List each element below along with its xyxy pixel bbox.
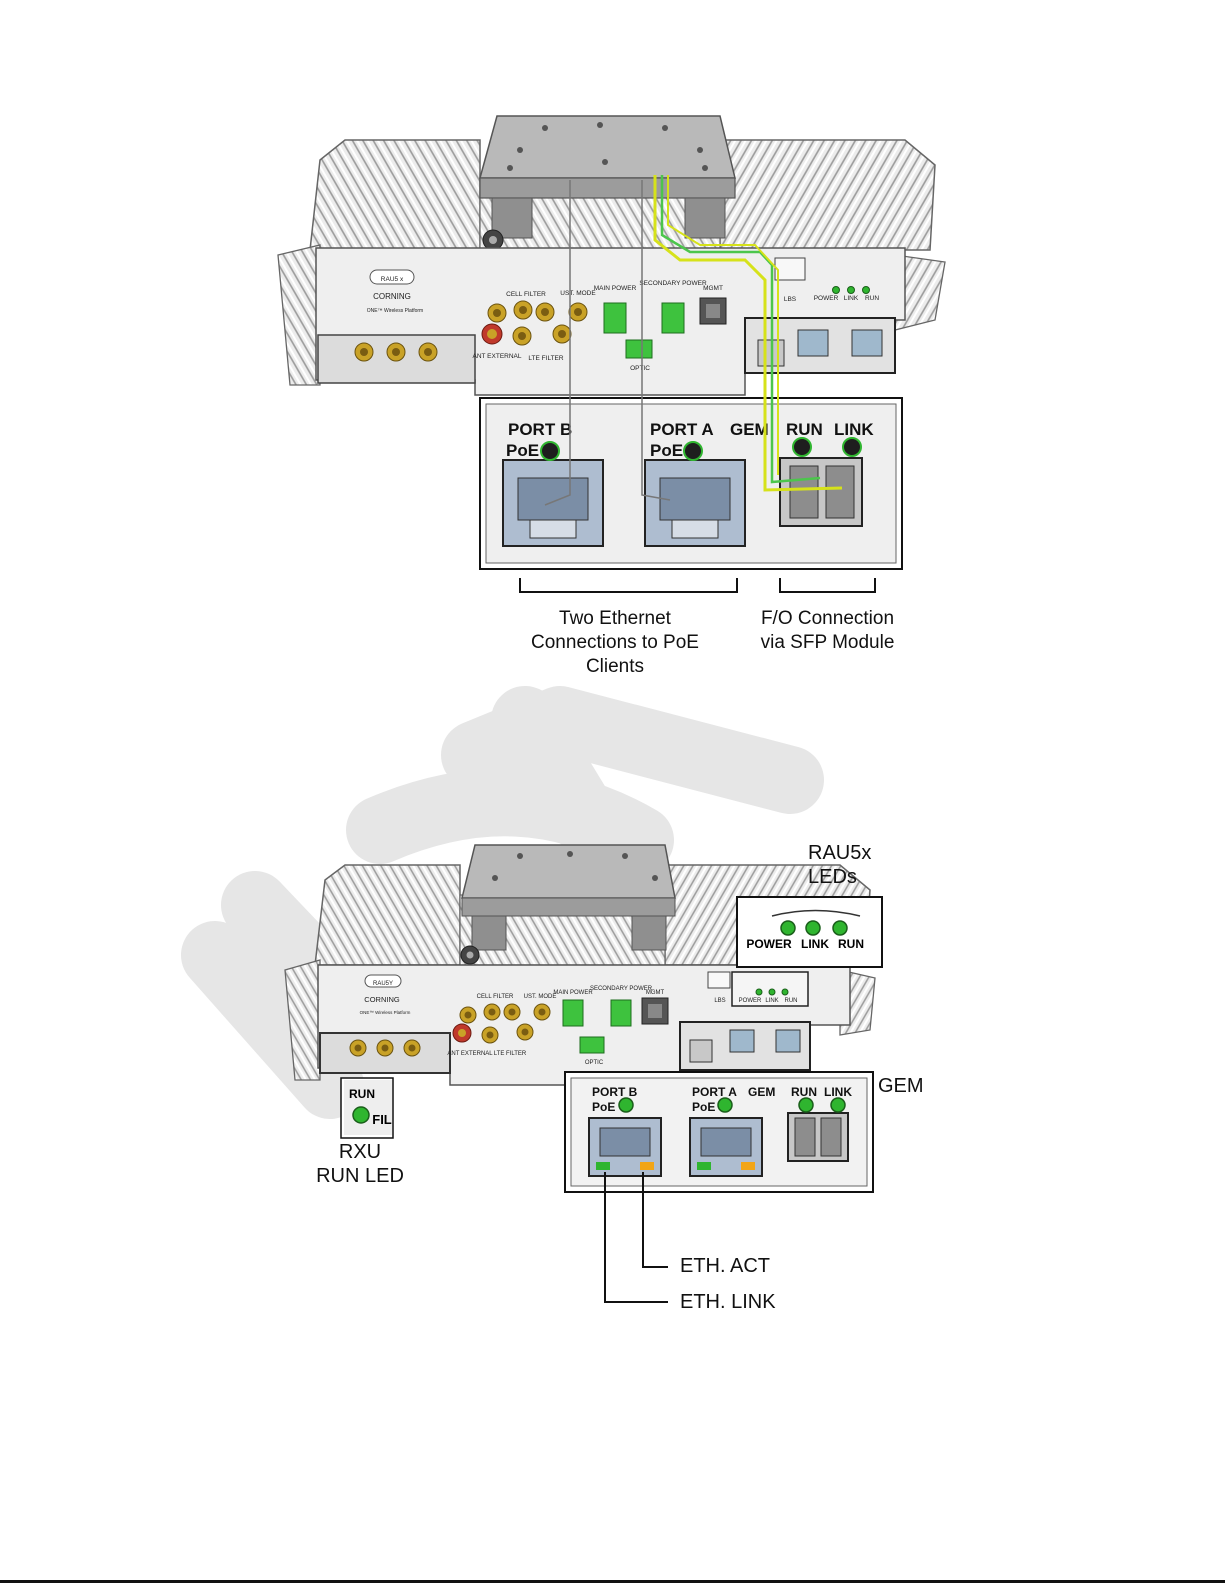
led-power-label: POWER: [739, 998, 762, 1004]
rau-leds-box: POWER LINK RUN: [736, 896, 883, 968]
leader-lines: [604, 1172, 668, 1303]
panel-labels: RAU5Y CORNING ONE™ Wireless Platform CEL…: [360, 981, 798, 1066]
eth-link-label: ETH. LINK: [680, 1291, 776, 1313]
rxu-fil-label: FIL: [372, 1112, 392, 1127]
cell-filter-label: CELL FILTER: [506, 291, 546, 298]
led-link-label: LINK: [765, 998, 778, 1004]
mgmt-label: MGMT: [703, 285, 723, 292]
rxu-caption: RXU RUN LED: [305, 1140, 415, 1188]
power-connectors: [562, 971, 801, 1063]
port-b-label: PORT B: [592, 1085, 638, 1099]
rau-leds-title: RAU5x LEDs: [808, 841, 871, 889]
rau-led-run-label: RUN: [838, 937, 864, 951]
rxu-caption-line: RUN LED: [316, 1165, 404, 1187]
led-run-label: RUN: [785, 998, 798, 1004]
model-badge: RAU5 x: [381, 276, 404, 283]
poe-b-label: PoE: [506, 441, 539, 460]
gem-panel-labels: PORT B PoE PORT A PoE GEM RUN LINK: [592, 1085, 852, 1114]
link-label: LINK: [824, 1085, 852, 1099]
gem-panel: [564, 1071, 874, 1193]
led-run-label: RUN: [865, 295, 879, 302]
power-connectors: [603, 257, 883, 367]
rxu-caption-line: RXU: [338, 1141, 382, 1163]
rau-leds-title-line: LEDs: [808, 866, 857, 888]
led-link-label: LINK: [844, 295, 859, 302]
fiber-caption-line: F/O Connection: [760, 608, 895, 629]
rxu-led-box: RUN FIL: [340, 1077, 394, 1139]
rau-leds-title-line: RAU5x: [808, 842, 872, 864]
lte-filter-label: LTE FILTER: [494, 1051, 527, 1057]
front-panel: [317, 964, 851, 1086]
gem-label: GEM: [748, 1085, 775, 1099]
rau-led-power-label: POWER: [746, 937, 792, 951]
model-badge: RAU5Y: [373, 981, 393, 987]
gem-label: GEM: [730, 420, 769, 439]
rxu-run-label: RUN: [349, 1087, 375, 1101]
brand-sub-label: ONE™ Wireless Platform: [367, 308, 423, 314]
lbs-label: LBS: [714, 998, 725, 1004]
optic-label: OPTIC: [630, 365, 650, 372]
secondary-power-label: SECONDARY POWER: [639, 280, 707, 287]
lbs-label: LBS: [784, 296, 797, 303]
optic-label: OPTIC: [585, 1060, 604, 1066]
figure2-diagram: RAU5Y CORNING ONE™ Wireless Platform CEL…: [284, 844, 883, 1303]
port-a-label: PORT A: [692, 1085, 737, 1099]
brand-sub-label: ONE™ Wireless Platform: [360, 1010, 411, 1015]
panel-labels: RAU5 x CORNING ONE™ Wireless Platform CE…: [367, 276, 880, 372]
port-b-label: PORT B: [508, 420, 572, 439]
ethernet-caption-line: Connections to PoE: [531, 632, 699, 653]
antenna-connectors: [349, 1003, 551, 1057]
led-power-label: POWER: [814, 295, 839, 302]
gem-panel-labels: PORT B PoE PORT A PoE GEM RUN LINK: [506, 420, 874, 460]
cables: [544, 175, 843, 506]
watermark-stroke: [491, 686, 644, 894]
run-label: RUN: [786, 420, 823, 439]
ust-mode-label: UST. MODE: [560, 290, 596, 297]
caption-brackets: [519, 578, 876, 593]
port-a-label: PORT A: [650, 420, 714, 439]
run-label: RUN: [791, 1085, 817, 1099]
page-footer-rule: [0, 1580, 1225, 1583]
gem-callout: GEM: [878, 1075, 924, 1097]
poe-a-label: PoE: [650, 441, 683, 460]
poe-b-label: PoE: [592, 1100, 615, 1114]
mounting-bracket: [460, 844, 676, 965]
brand-label: CORNING: [364, 995, 400, 1004]
link-label: LINK: [834, 420, 874, 439]
eth-act-label: ETH. ACT: [680, 1255, 771, 1277]
fiber-caption: F/O Connection via SFP Module: [740, 607, 915, 655]
ethernet-caption-line: Two Ethernet: [559, 608, 671, 629]
lte-filter-label: LTE FILTER: [528, 355, 563, 362]
mounting-bracket: [479, 115, 736, 251]
poe-a-label: PoE: [692, 1100, 715, 1114]
ant-external-label: ANT EXTERNAL: [447, 1051, 493, 1057]
cell-filter-label: CELL FILTER: [477, 994, 514, 1000]
fiber-caption-line: via SFP Module: [760, 632, 895, 653]
ethernet-caption: Two Ethernet Connections to PoE Clients: [505, 607, 725, 679]
figure1-diagram: RAU5 x CORNING ONE™ Wireless Platform CE…: [277, 115, 946, 593]
gem-panel-enlarged: [479, 397, 903, 570]
ethernet-caption-line: Clients: [585, 656, 645, 677]
ust-mode-label: UST. MODE: [524, 994, 557, 1000]
mgmt-label: MGMT: [646, 990, 665, 996]
rau-led-link-label: LINK: [801, 937, 829, 951]
main-power-label: MAIN POWER: [553, 990, 593, 996]
secondary-power-label: SECONDARY POWER: [590, 986, 653, 992]
antenna-connectors: [354, 300, 588, 362]
ant-external-label: ANT EXTERNAL: [472, 353, 521, 360]
brand-label: CORNING: [373, 292, 411, 301]
main-power-label: MAIN POWER: [594, 285, 637, 292]
